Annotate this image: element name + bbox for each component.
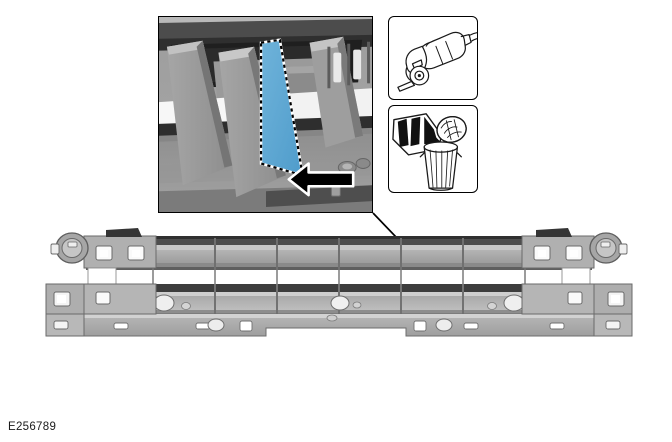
cutting-tool-panel (388, 16, 478, 100)
assembly-drawing (45, 228, 633, 337)
bumper-grille-support-assembly (44, 222, 634, 338)
inset-detail-panel (158, 16, 373, 213)
inset-detail-image (159, 17, 372, 212)
figure-id-label: E256789 (8, 421, 57, 433)
discard-panel (388, 105, 478, 193)
left-end-cap (45, 228, 157, 337)
direction-arrow (287, 162, 355, 197)
oscillating-cutting-tool-icon (397, 31, 477, 92)
right-end-cap (521, 228, 633, 337)
discard-into-trash-icon (392, 113, 467, 191)
